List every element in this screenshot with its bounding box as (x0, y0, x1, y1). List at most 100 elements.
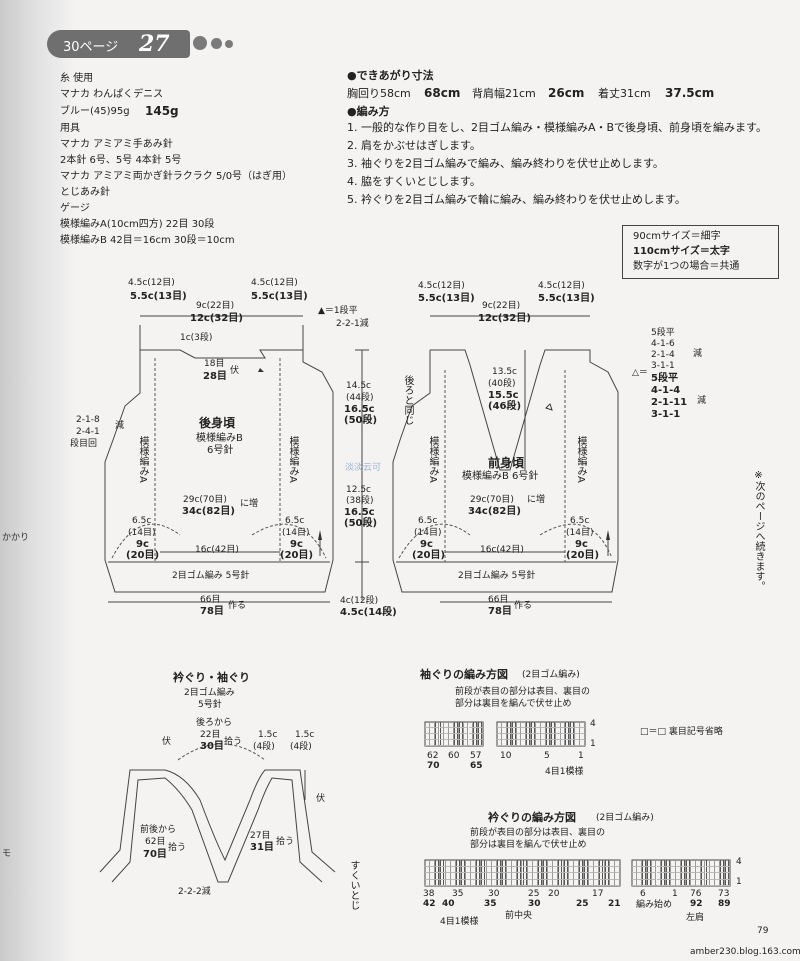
chart-cell (537, 879, 544, 886)
chart-cell (501, 728, 507, 734)
chart-cell (476, 873, 482, 880)
chart-cell (632, 873, 637, 880)
chart-cell (584, 866, 590, 873)
chart-cell (450, 860, 456, 867)
chart-cell (450, 879, 456, 886)
arm-chart-stitch-num: 62 (427, 751, 439, 761)
legend-common: 数字が1つの場合＝共通 (633, 261, 740, 272)
back-side-right: (14目) (282, 528, 310, 538)
chart-cell (440, 879, 446, 886)
chart-cell (641, 866, 647, 873)
back-cast-on: 66目 (200, 595, 221, 605)
chart-cell (705, 879, 711, 886)
chart-cell (578, 879, 585, 886)
front-cast-on-bold: 78目 (488, 606, 512, 617)
chart-cell (565, 734, 571, 740)
arm-chart-stitch-num: 60 (448, 751, 460, 761)
chart-cell (573, 879, 579, 886)
chart-cell (573, 866, 579, 873)
chart-cell (646, 879, 652, 886)
back-increase-label: に増 (240, 499, 259, 509)
chart-cell (555, 728, 561, 734)
chart-cell (444, 722, 450, 728)
chart-cell (656, 879, 662, 886)
material-line: 2本針 6号、5号 4本針 5号 (60, 155, 182, 166)
chart-cell (501, 734, 507, 740)
neck-chart-num: 76 (690, 889, 702, 899)
front-shoulder-left: 4.5c(12目) (418, 281, 465, 291)
back-increase-bold: 34c(82目) (182, 506, 235, 517)
chart-cell (468, 734, 474, 740)
front-mid: 16c(42目) (480, 545, 524, 555)
chart-cell (589, 860, 595, 867)
front-neck-dec-label: 減 (693, 349, 703, 359)
page-tab-label: 30ページ (63, 40, 119, 55)
back-body-pattern: 模様編みB (196, 433, 243, 444)
chart-cell (636, 873, 642, 880)
dot-icon (211, 38, 222, 49)
chart-cell (651, 860, 657, 867)
neck-chart-num: 35 (452, 889, 464, 899)
chart-cell (478, 740, 483, 746)
front-neck-dec-bold: 5段平 (651, 373, 678, 384)
chart-cell (690, 866, 696, 873)
chart-cell (584, 873, 590, 880)
chart-cell (511, 722, 517, 728)
chart-cell (570, 722, 576, 728)
chart-cell (434, 740, 440, 746)
chart-cell (429, 740, 435, 746)
material-line-bold: 145g (145, 104, 179, 118)
finished-heading: ●できあがり寸法 (347, 69, 434, 82)
chart-cell (604, 866, 610, 873)
chart-cell (526, 740, 532, 746)
chart-cell (578, 873, 585, 880)
chart-cell (661, 860, 667, 867)
chart-cell (486, 866, 492, 873)
chart-cell (468, 722, 474, 728)
chart-cell (575, 728, 581, 734)
material-line: マナカ わんぱくデニス (60, 89, 164, 100)
arm-chart-row: 1 (590, 739, 596, 749)
chart-cell (537, 866, 544, 873)
chart-cell (460, 879, 467, 886)
pickup-label: 拾う (168, 843, 187, 853)
chart-cell (646, 860, 652, 867)
chart-cell (496, 873, 502, 880)
chart-cell (641, 873, 647, 880)
neck-chart-num: 20 (548, 889, 560, 899)
back-bindoff-bold: 28目 (203, 371, 227, 382)
chart-cell (526, 722, 532, 728)
chart-cell (430, 873, 436, 880)
chart-cell (710, 879, 716, 886)
chart-cell (511, 728, 517, 734)
chart-cell (435, 860, 441, 867)
chart-cell (444, 740, 450, 746)
chart-cell (425, 734, 430, 740)
front-shoulder-right-bold: 5.5c(13目) (538, 293, 595, 304)
neck-chart-repeat: 4目1模様 (440, 917, 479, 927)
chart-cell (506, 740, 512, 746)
chart-cell (468, 728, 474, 734)
chart-cell (527, 860, 533, 867)
neck-chart-row: 1 (736, 877, 742, 887)
chart-cell (543, 866, 549, 873)
chart-cell (506, 722, 512, 728)
material-line: 糸 使用 (60, 73, 94, 84)
chart-cell (455, 873, 461, 880)
chart-cell (458, 722, 464, 728)
material-line: とじあみ針 (60, 187, 110, 198)
chart-cell (646, 866, 652, 873)
method-step: 2. 肩をかぶせはぎします。 (347, 139, 481, 152)
chart-cell (532, 873, 538, 880)
chart-cell (440, 873, 446, 880)
chart-cell (430, 866, 436, 873)
chart-cell (715, 866, 721, 873)
chart-cell (725, 879, 730, 886)
neck-chart-num: 25 (576, 899, 589, 909)
back-side-left: (14目) (128, 528, 156, 538)
back-shoulder-right: 4.5c(12目) (251, 278, 298, 288)
back-pattern-a-right: 模様編みA (287, 436, 298, 483)
front-side-left-bold: (20目) (412, 550, 446, 561)
back-side-right-bold: (20目) (280, 550, 314, 561)
chart-cell (532, 879, 538, 886)
